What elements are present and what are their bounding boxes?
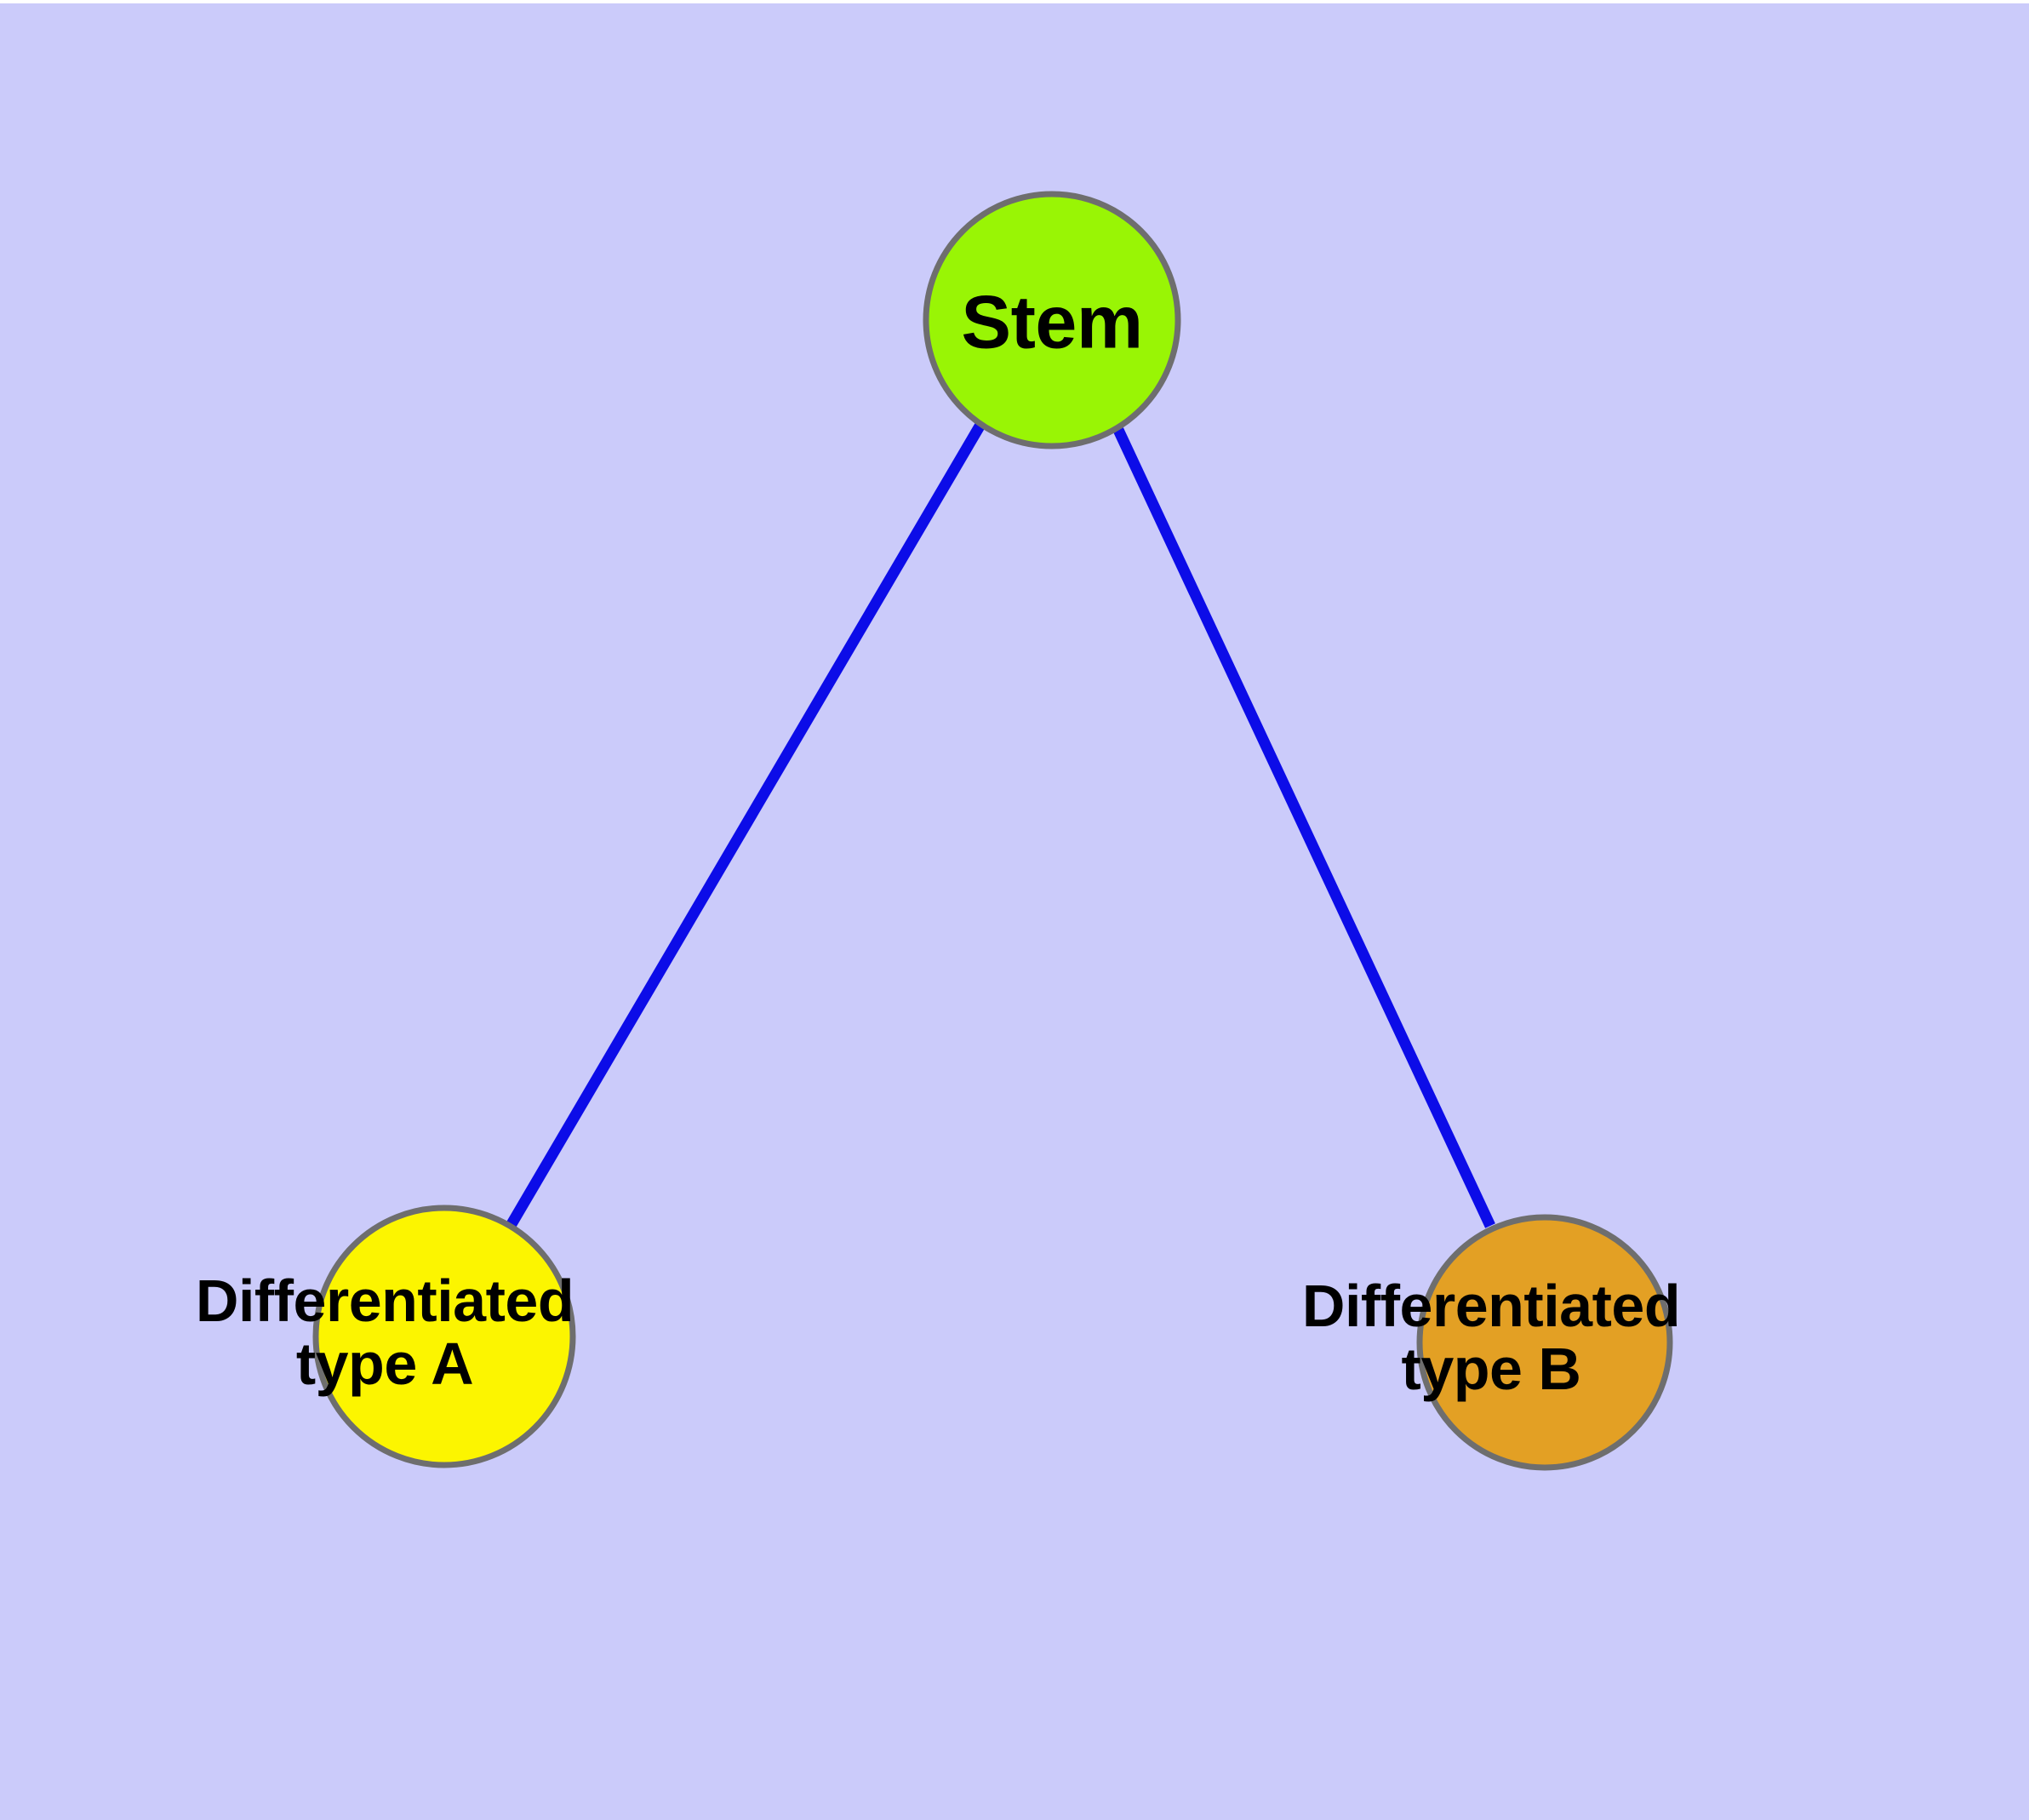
edge-stem-to-diff-b[interactable] — [1113, 427, 1495, 1228]
node-diff-b[interactable] — [1416, 1214, 1673, 1471]
edge-layer — [506, 421, 1495, 1228]
node-stem[interactable] — [923, 191, 1181, 449]
node-layer — [312, 191, 1673, 1471]
graph-svg — [312, 191, 1673, 1471]
node-diff-a[interactable] — [312, 1205, 576, 1468]
edge-stem-to-diff-a[interactable] — [506, 421, 986, 1228]
